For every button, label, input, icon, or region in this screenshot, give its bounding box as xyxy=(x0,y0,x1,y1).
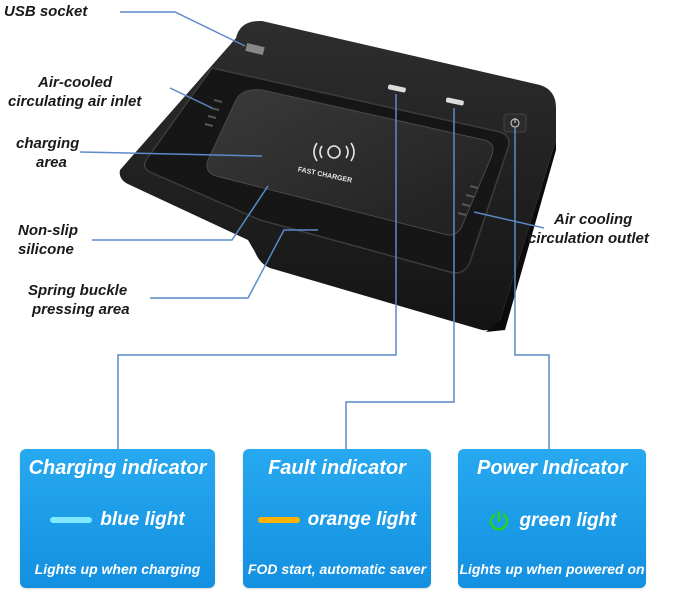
leader-fault-indicator xyxy=(345,108,455,452)
label-spring-buckle: Spring buckle pressing area xyxy=(28,282,130,318)
device-indicator-1 xyxy=(387,84,406,93)
leader-air-inlet xyxy=(169,87,213,109)
fault-indicator-card: Fault indicator orange light FOD start, … xyxy=(243,449,431,588)
charging-indicator-light-row: blue light xyxy=(20,509,215,531)
leader-usb xyxy=(120,11,246,47)
leader-charging-area xyxy=(79,151,263,157)
blue-bar-icon xyxy=(50,517,93,523)
air-inlet-vents xyxy=(204,99,223,127)
leader-non-slip xyxy=(92,185,269,241)
label-air-inlet: Air-cooled circulating air inlet xyxy=(8,74,142,110)
label-charging-area: charging area xyxy=(16,135,80,171)
power-indicator-light: green light xyxy=(519,510,617,531)
wireless-charge-icon xyxy=(313,142,355,162)
label-air-outlet: Air cooling circulation outlet xyxy=(528,211,649,247)
charging-indicator-title: Charging indicator xyxy=(28,457,207,479)
label-usb-socket: USB socket xyxy=(4,3,88,20)
charging-indicator-card: Charging indicator blue light Lights up … xyxy=(20,449,215,588)
leader-spring xyxy=(150,229,318,299)
charging-pad xyxy=(206,89,494,236)
power-indicator-card: Power Indicator green light Lights up wh… xyxy=(458,449,646,588)
label-non-slip: Non-slip silicone xyxy=(18,222,78,258)
fault-indicator-light: orange light xyxy=(307,509,417,530)
leader-lines xyxy=(79,11,550,452)
leader-air-outlet xyxy=(473,211,545,229)
power-icon xyxy=(490,510,509,531)
power-indicator-title: Power Indicator xyxy=(476,457,628,479)
fault-indicator-description: FOD start, automatic saver xyxy=(247,561,427,577)
orange-bar-icon xyxy=(257,517,300,523)
charging-indicator-description: Lights up when charging xyxy=(34,561,201,577)
device-indicator-2 xyxy=(445,97,464,106)
power-indicator-light-row: green light xyxy=(458,509,646,533)
power-indicator-description: Lights up when powered on xyxy=(459,561,645,577)
fault-indicator-light-row: orange light xyxy=(243,509,431,531)
leader-power-indicator xyxy=(514,128,550,452)
charging-indicator-light: blue light xyxy=(100,509,185,530)
usb-socket-port xyxy=(245,42,265,56)
air-outlet-vents xyxy=(457,185,479,216)
fault-indicator-title: Fault indicator xyxy=(268,457,406,479)
leader-charging-indicator xyxy=(117,94,397,452)
